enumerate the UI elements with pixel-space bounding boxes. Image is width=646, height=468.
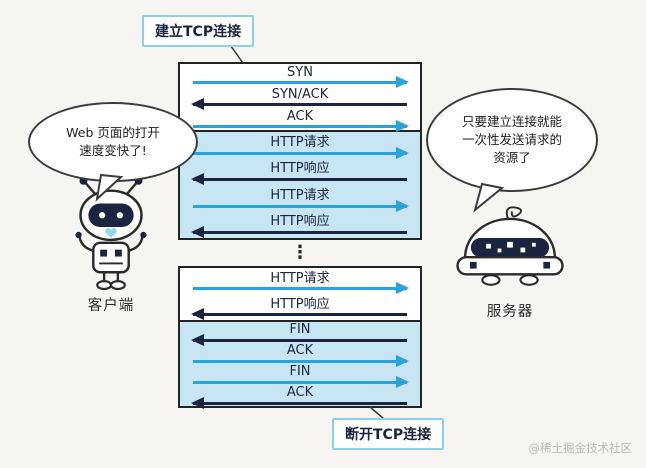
message-row: ACK [180, 343, 420, 367]
arrow-right-icon [193, 76, 409, 89]
message-row: HTTP响应 [180, 212, 420, 239]
arrow-right-icon [193, 199, 409, 212]
message-label: FIN [289, 322, 311, 338]
arrow-right-icon [193, 120, 409, 133]
server-label: 服务器 [486, 304, 534, 320]
handshake-and-requests-box: SYN SYN/ACK ACK HTTP请求 HTTP响应 HTTP请求 HTTP响应 [178, 62, 422, 240]
message-row: ACK [180, 385, 420, 409]
server-speech-line: 一次性发送请求的 [461, 131, 562, 147]
client-speech-line: Web 页面的打开 [66, 124, 160, 140]
message-row: HTTP响应 [180, 294, 420, 321]
message-row: SYN [180, 64, 420, 89]
message-label: HTTP请求 [270, 187, 330, 203]
message-row: ACK [180, 108, 420, 133]
message-label: SYN/ACK [271, 86, 329, 102]
client-robot-illustration [75, 176, 147, 291]
requests-and-teardown-box: HTTP请求 HTTP响应 FIN ACK FIN ACK [178, 266, 422, 409]
message-label: SYN [287, 64, 313, 80]
arrow-left-icon [191, 308, 407, 321]
arrow-right-icon [193, 375, 409, 388]
server-robot-illustration [456, 206, 564, 286]
message-label: HTTP响应 [270, 214, 330, 230]
message-row: FIN [180, 364, 420, 388]
message-label: ACK [286, 343, 314, 359]
sequence-section: HTTP请求 HTTP响应 [180, 268, 420, 321]
sequence-section: HTTP请求 HTTP响应 HTTP请求 HTTP响应 [180, 130, 420, 239]
message-label: HTTP响应 [270, 161, 330, 177]
sequence-section: FIN ACK FIN ACK [180, 320, 420, 409]
message-row: HTTP请求 [180, 132, 420, 159]
arrow-right-icon [193, 146, 409, 159]
close-tcp-callout: 断开TCP连接 [332, 418, 445, 450]
continuation-ellipsis: ⋮ [291, 241, 309, 263]
message-label: ACK [286, 108, 314, 124]
client-speech-line: 速度变快了! [79, 143, 147, 158]
message-label: ACK [286, 385, 314, 401]
arrow-left-icon [191, 333, 407, 346]
client-bubble-tail [95, 174, 124, 202]
message-label: HTTP请求 [270, 270, 330, 286]
message-label: HTTP请求 [270, 134, 330, 150]
arrow-left-icon [191, 226, 407, 239]
server-speech-bubble: 只要建立连接就能 一次性发送请求的 资源了 [426, 88, 598, 192]
establish-tcp-callout: 建立TCP连接 [142, 15, 255, 47]
message-row: SYN/ACK [180, 86, 420, 111]
message-row: HTTP请求 [180, 268, 420, 295]
message-row: HTTP响应 [180, 159, 420, 186]
server-speech-line: 只要建立连接就能 [461, 113, 562, 129]
arrow-left-icon [191, 396, 407, 409]
arrow-left-icon [191, 98, 407, 111]
client-speech-bubble: Web 页面的打开 速度变快了! [28, 102, 198, 182]
message-row: HTTP请求 [180, 185, 420, 212]
message-label: FIN [289, 364, 311, 380]
message-label: HTTP响应 [270, 296, 330, 312]
arrow-right-icon [193, 282, 409, 295]
server-bubble-tail [473, 183, 505, 213]
client-label: 客户端 [87, 298, 135, 314]
arrow-right-icon [193, 354, 409, 367]
server-speech-line: 资源了 [493, 150, 531, 166]
arrow-left-icon [191, 173, 407, 186]
message-row: FIN [180, 322, 420, 346]
sequence-section: SYN SYN/ACK ACK [180, 64, 420, 133]
watermark: @稀土掘金技术社区 [528, 441, 633, 455]
